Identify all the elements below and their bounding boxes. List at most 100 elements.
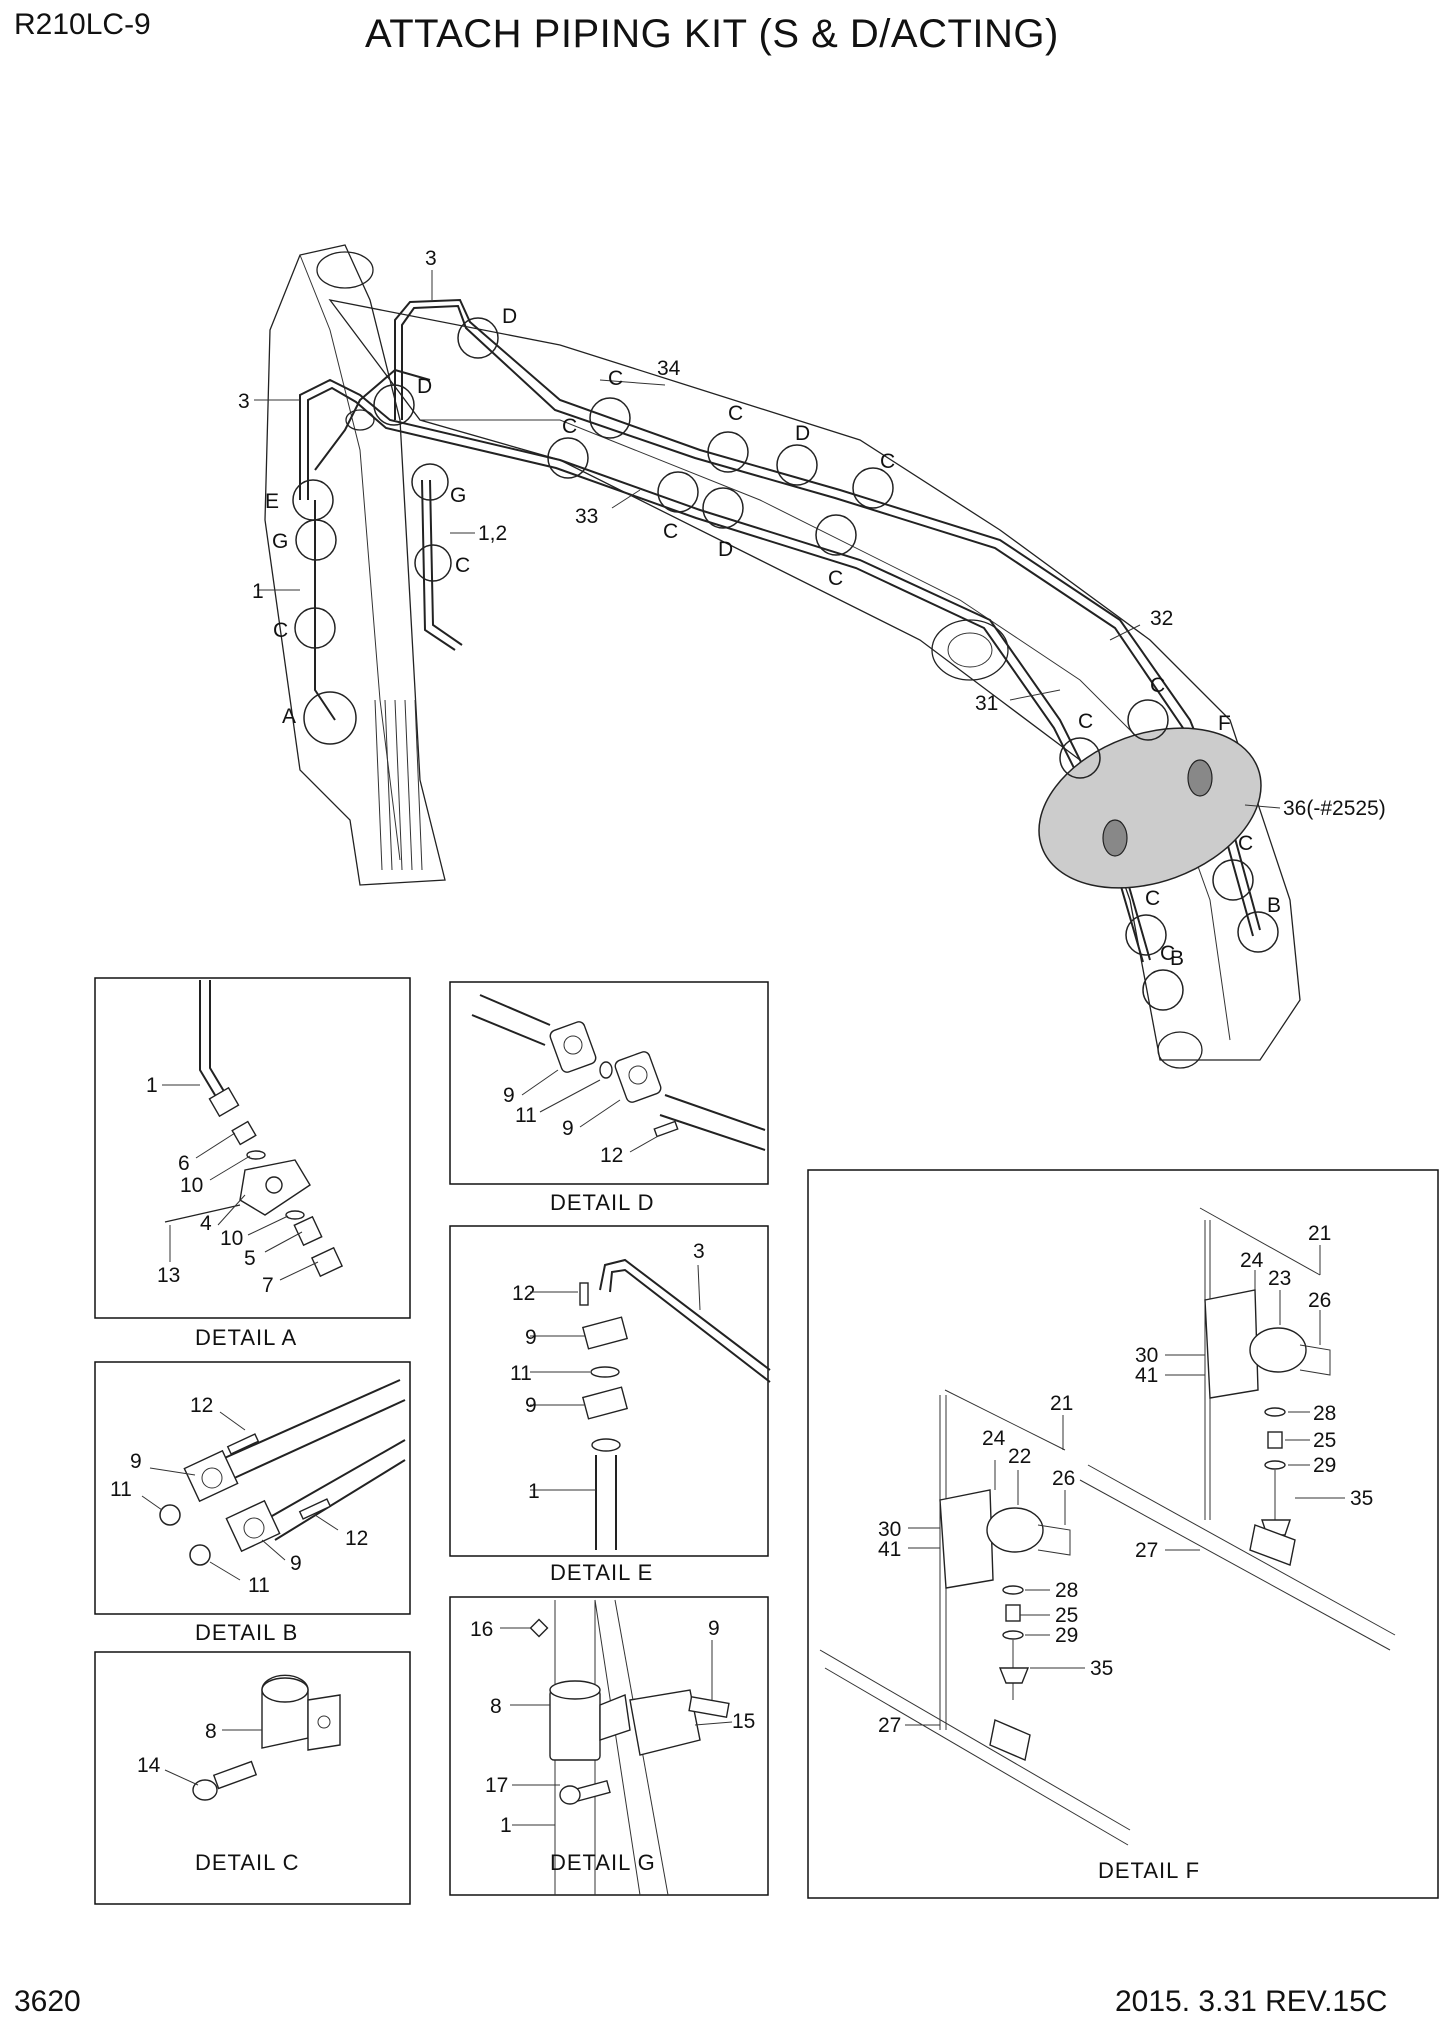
detail-c-frame <box>94 1651 411 1905</box>
detail-f-upper-41: 41 <box>1135 1364 1158 1387</box>
detail-a-label-4: 4 <box>200 1212 212 1235</box>
detail-b-label-12b: 12 <box>345 1527 368 1550</box>
detail-a: 1 6 10 4 13 10 5 7 DETAIL A <box>94 977 411 1350</box>
detail-a-label-10b: 10 <box>220 1227 243 1250</box>
detail-f: 21 24 23 26 30 41 28 25 29 35 27 21 24 2… <box>807 1169 1439 1899</box>
detail-g: 16 9 8 15 17 1 DETAIL G <box>449 1596 769 1896</box>
detail-a-label-7: 7 <box>262 1274 274 1297</box>
detail-g-label-15: 15 <box>732 1710 755 1733</box>
callout-G2: G <box>450 484 466 507</box>
detail-f-upper-35: 35 <box>1350 1487 1373 1510</box>
callout-D2: D <box>417 375 432 398</box>
boom-outline <box>328 299 1301 1061</box>
detail-d: 9 11 9 12 DETAIL D <box>449 981 769 1215</box>
detail-f-upper-30: 30 <box>1135 1344 1158 1367</box>
callout-C1: C <box>608 367 623 390</box>
detail-d-caption: DETAIL D <box>550 1190 655 1215</box>
detail-b-label-12a: 12 <box>190 1394 213 1417</box>
detail-d-label-9a: 9 <box>503 1084 515 1107</box>
detail-f-upper-25: 25 <box>1313 1429 1336 1452</box>
callout-F: F <box>1218 712 1231 735</box>
detail-c: 8 14 DETAIL C <box>94 1651 411 1905</box>
callout-C7: C <box>273 619 288 642</box>
detail-e-label-1: 1 <box>528 1480 540 1503</box>
detail-f-lower-24: 24 <box>982 1427 1006 1450</box>
detail-c-label-8: 8 <box>205 1720 217 1743</box>
pipe-3-lower <box>314 368 431 471</box>
detail-b-caption: DETAIL B <box>195 1620 298 1645</box>
detail-f-upper-24: 24 <box>1240 1249 1264 1272</box>
detail-f-lower-41: 41 <box>878 1538 901 1561</box>
callout-34: 34 <box>657 357 681 380</box>
detail-c-caption: DETAIL C <box>195 1850 300 1875</box>
detail-g-frame <box>449 1596 769 1896</box>
callout-C3: C <box>728 402 743 425</box>
callout-32: 32 <box>1150 607 1173 630</box>
detail-f-upper-23: 23 <box>1268 1267 1291 1290</box>
callout-3b: 3 <box>238 390 250 413</box>
model-number: R210LC-9 <box>14 8 151 41</box>
arm-edge <box>299 254 401 861</box>
callout-C8: C <box>455 554 470 577</box>
detail-e-label-3: 3 <box>693 1240 705 1263</box>
detail-f-lower-25: 25 <box>1055 1604 1078 1627</box>
detail-a-label-6: 6 <box>178 1152 190 1175</box>
page-number: 3620 <box>14 1985 81 2018</box>
detail-d-label-11: 11 <box>515 1104 537 1127</box>
callout-36: 36(-#2525) <box>1283 797 1386 820</box>
detail-e: 12 9 11 9 1 3 DETAIL E <box>449 1225 771 1585</box>
boom-arm-illustration: 3 3 34 33 1 1,2 31 32 36(-#2525) D D D D… <box>238 244 1386 1069</box>
callout-3a: 3 <box>425 247 437 270</box>
main-leaders <box>254 270 1281 809</box>
pipe-1-2 <box>421 479 456 651</box>
detail-a-caption: DETAIL A <box>195 1325 297 1350</box>
callout-C11: C <box>1238 832 1253 855</box>
callout-1-2: 1,2 <box>478 522 507 545</box>
arm-top-pin <box>316 251 374 289</box>
callout-C5: C <box>663 520 678 543</box>
hydraulic-pipes <box>299 298 1261 963</box>
detail-b-frame <box>94 1361 411 1615</box>
callout-33: 33 <box>575 505 598 528</box>
callout-C13: C <box>1160 942 1175 965</box>
revision-date: 2015. 3.31 REV.15C <box>1115 1985 1388 2018</box>
callout-C10: C <box>1078 710 1093 733</box>
detail-a-label-13: 13 <box>157 1264 180 1287</box>
detail-g-label-1: 1 <box>500 1814 512 1837</box>
detail-d-frame <box>449 981 769 1185</box>
detail-f-lower-27: 27 <box>878 1714 901 1737</box>
detail-a-label-1: 1 <box>146 1074 158 1097</box>
pipe-1 <box>314 500 336 721</box>
callout-A: A <box>282 705 296 728</box>
callout-C9: C <box>1150 674 1165 697</box>
detail-g-label-17: 17 <box>485 1774 508 1797</box>
detail-e-caption: DETAIL E <box>550 1560 653 1585</box>
callout-circles <box>292 317 1279 1011</box>
callout-E: E <box>265 490 279 513</box>
pipe-33-31 <box>299 378 1151 961</box>
detail-c-label-14: 14 <box>137 1754 161 1777</box>
detail-f-caption: DETAIL F <box>1098 1858 1200 1883</box>
boom-edge <box>420 419 1231 1041</box>
callout-D1: D <box>502 305 517 328</box>
boom-foot-pin <box>1157 1031 1203 1069</box>
callout-C6: C <box>828 567 843 590</box>
detail-f-lower-35: 35 <box>1090 1657 1113 1680</box>
callout-B1: B <box>1267 894 1281 917</box>
boom-pin-boss <box>931 619 1009 681</box>
detail-e-label-9a: 9 <box>525 1326 537 1349</box>
detail-f-lower-28: 28 <box>1055 1579 1078 1602</box>
page-title: ATTACH PIPING KIT (S & D/ACTING) <box>365 12 1059 56</box>
callout-C12: C <box>1145 887 1160 910</box>
detail-f-lower-22: 22 <box>1008 1445 1031 1468</box>
detail-g-caption: DETAIL G <box>550 1850 656 1875</box>
callout-G1: G <box>272 530 288 553</box>
detail-b-label-9a: 9 <box>130 1450 142 1473</box>
arm-outline <box>264 244 446 886</box>
detail-f-frame <box>807 1169 1439 1899</box>
detail-f-upper-29: 29 <box>1313 1454 1336 1477</box>
detail-f-lower-30: 30 <box>878 1518 901 1541</box>
detail-a-frame <box>94 977 411 1319</box>
pipe-34-32 <box>394 298 1261 931</box>
